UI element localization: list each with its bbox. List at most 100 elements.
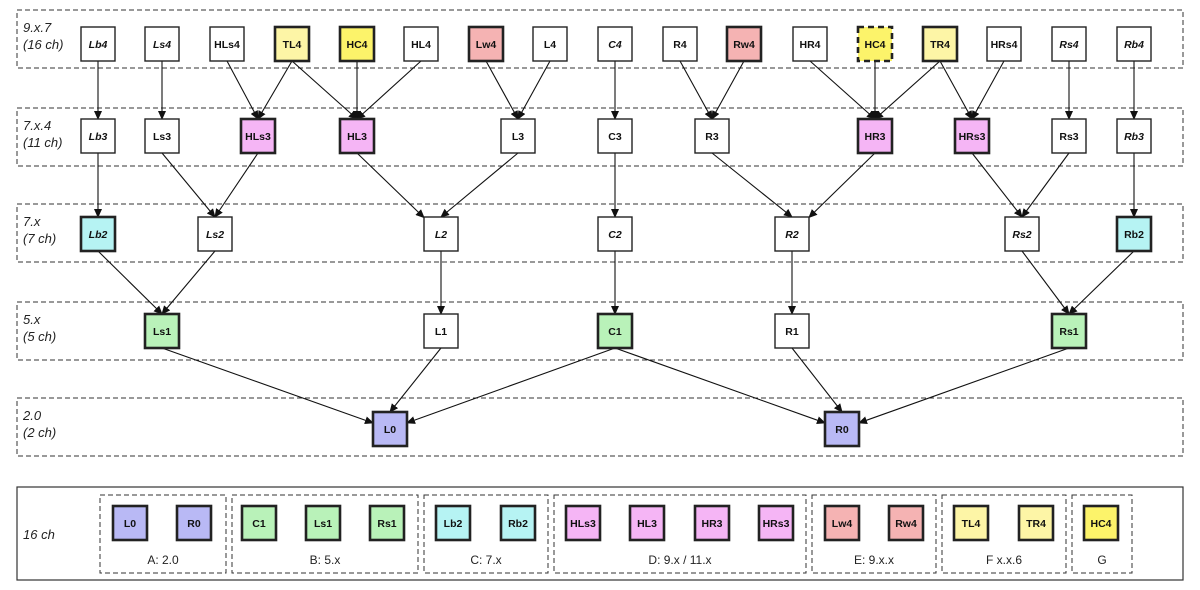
node-box xyxy=(986,26,1022,62)
legend-swatch-label: Rs1 xyxy=(377,518,396,530)
node-box xyxy=(823,410,861,448)
edge-tl4-to-hl3 xyxy=(291,60,358,120)
node-t5-r0: R0 xyxy=(823,410,861,448)
legend-swatch-label: TR4 xyxy=(1026,518,1046,530)
node-t1-tr4: TR4 xyxy=(921,25,959,63)
node-box xyxy=(423,216,459,252)
node-t2-rs3: Rs3 xyxy=(1051,118,1087,154)
node-label: TL4 xyxy=(283,39,302,51)
tier-label-7-x: 7.x xyxy=(23,214,41,229)
node-box xyxy=(856,117,894,155)
node-t2-hr3: HR3 xyxy=(856,117,894,155)
node-label: R0 xyxy=(835,424,849,436)
edges xyxy=(94,60,1138,425)
edge-tr4-to-hr3 xyxy=(874,60,941,120)
node-label: C4 xyxy=(608,39,622,51)
node-label: R3 xyxy=(705,131,719,143)
node-label: Rb3 xyxy=(1124,131,1144,143)
legend-swatch-label: Rw4 xyxy=(895,518,917,530)
node-label: HL3 xyxy=(347,131,367,143)
edge-hl4-to-hl3 xyxy=(356,60,422,120)
node-t1-ls4: Ls4 xyxy=(144,26,180,62)
edge-tr4-to-hrs3 xyxy=(939,60,973,120)
node-t1-lb4: Lb4 xyxy=(80,26,116,62)
tier-band-9-x-7 xyxy=(16,9,1184,69)
tier-channels-7-x: (7 ch) xyxy=(23,231,56,246)
node-t1-hrs4: HRs4 xyxy=(986,26,1022,62)
legend-swatch-hc4 xyxy=(1082,504,1120,542)
edge-r1-to-r0 xyxy=(791,347,843,413)
edge-tl4-to-hls3 xyxy=(257,60,293,120)
node-label: HC4 xyxy=(864,39,885,51)
node-label: R1 xyxy=(785,326,799,338)
node-box xyxy=(1116,26,1152,62)
node-label: Rb2 xyxy=(1124,229,1144,241)
legend-swatch-rw4 xyxy=(887,504,925,542)
tier-label-7-x-4: 7.x.4 xyxy=(23,118,51,133)
legend-swatch-hr3 xyxy=(693,504,731,542)
node-box xyxy=(338,117,376,155)
tier-band-7-x xyxy=(16,203,1184,263)
node-label: HLs3 xyxy=(245,131,271,143)
legend-swatch-label: HC4 xyxy=(1090,518,1111,530)
legend-swatch-label: Rb2 xyxy=(508,518,528,530)
legend-swatch-l0 xyxy=(111,504,149,542)
node-label: C2 xyxy=(608,229,622,241)
node-t3-c2: C2 xyxy=(597,216,633,252)
node-label: HRs3 xyxy=(959,131,986,143)
node-box xyxy=(953,117,991,155)
node-box xyxy=(467,25,505,63)
node-box xyxy=(856,25,894,63)
node-t3-l2: L2 xyxy=(423,216,459,252)
node-label: C1 xyxy=(608,326,622,338)
node-box xyxy=(423,313,459,349)
node-label: HRs4 xyxy=(991,39,1018,51)
node-label: HR4 xyxy=(799,39,820,51)
node-label: Rs4 xyxy=(1059,39,1078,51)
node-box xyxy=(1116,118,1152,154)
node-box xyxy=(597,216,633,252)
node-box xyxy=(1051,26,1087,62)
legend-swatch-label: Ls1 xyxy=(314,518,332,530)
legend-swatch-hl3 xyxy=(628,504,666,542)
legend-swatch-ls1 xyxy=(304,504,342,542)
edge-hrs3-to-rs2 xyxy=(971,152,1023,218)
legend-group-frame xyxy=(553,494,807,574)
legend-group-frame xyxy=(941,494,1067,574)
legend-swatch-label: Lw4 xyxy=(832,518,853,530)
node-box xyxy=(338,25,376,63)
node-t4-r1: R1 xyxy=(774,313,810,349)
node-box xyxy=(597,118,633,154)
edge-r4-to-r3 xyxy=(679,60,713,120)
node-t4-rs1: Rs1 xyxy=(1050,312,1088,350)
node-t2-l3: L3 xyxy=(500,118,536,154)
legend-swatch-c1 xyxy=(240,504,278,542)
node-t2-lb3: Lb3 xyxy=(80,118,116,154)
node-label: Lw4 xyxy=(476,39,497,51)
node-t1-rw4: Rw4 xyxy=(725,25,763,63)
node-box xyxy=(1051,118,1087,154)
legend-group-label: D: 9.x / 11.x xyxy=(648,553,711,567)
edge-ls1-to-l0 xyxy=(161,347,374,425)
node-t2-hrs3: HRs3 xyxy=(953,117,991,155)
node-label: Ls1 xyxy=(153,326,171,338)
node-t1-r4: R4 xyxy=(662,26,698,62)
node-t2-hl3: HL3 xyxy=(338,117,376,155)
node-box xyxy=(80,118,116,154)
node-box xyxy=(532,26,568,62)
legend-swatch-r0 xyxy=(175,504,213,542)
legend-group-frame xyxy=(99,494,227,574)
edge-rs1-to-r0 xyxy=(858,347,1070,425)
edge-ls3-to-ls2 xyxy=(161,152,216,218)
edge-rs3-to-rs2 xyxy=(1021,152,1070,218)
node-t2-ls3: Ls3 xyxy=(144,118,180,154)
node-label: L4 xyxy=(544,39,556,51)
node-box xyxy=(725,25,763,63)
node-box xyxy=(662,26,698,62)
node-label: Rs3 xyxy=(1059,131,1078,143)
node-t1-hc4: HC4 xyxy=(338,25,376,63)
